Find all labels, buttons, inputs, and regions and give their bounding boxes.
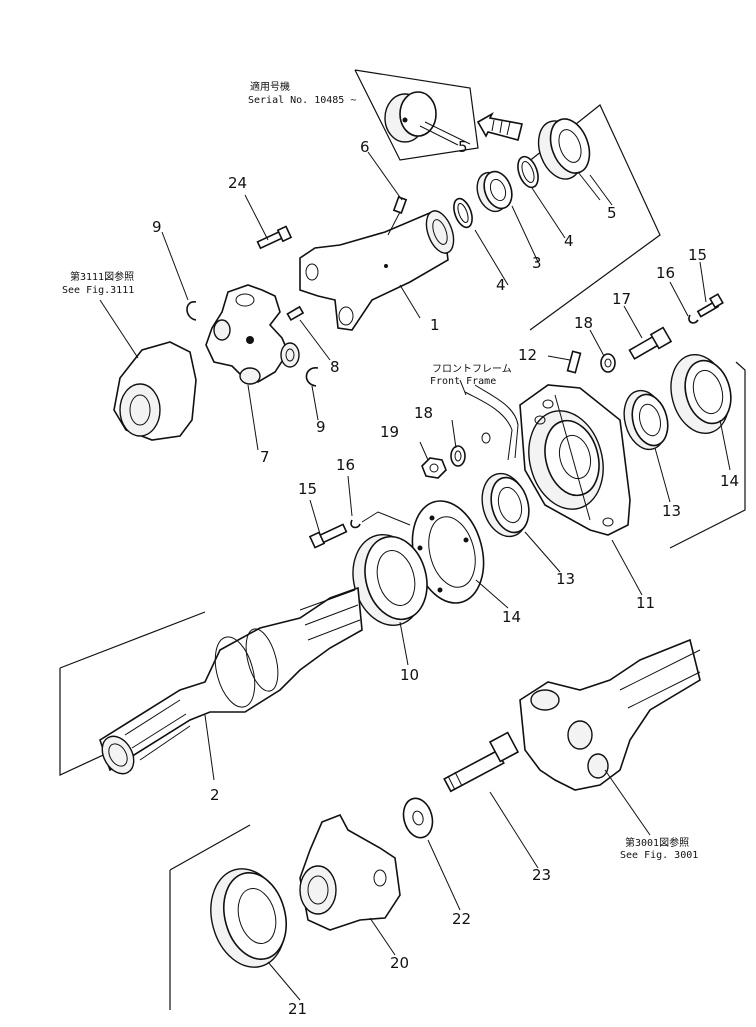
bearing-housing-11 <box>519 384 631 536</box>
snap-ring-9-upper <box>186 301 197 321</box>
bearing-13-right <box>623 389 669 451</box>
bolt-15-lower <box>308 523 348 549</box>
callout-13-right: 13 <box>662 502 681 520</box>
callout-9-lower: 9 <box>316 418 326 436</box>
callout-9-upper: 9 <box>152 218 162 236</box>
callout-10: 10 <box>400 666 419 684</box>
universal-joint-spider-7 <box>205 284 300 385</box>
flange-yoke-20 <box>299 813 401 931</box>
front-frame-note-jp: フロントフレーム <box>432 363 512 375</box>
bolt-24 <box>256 225 293 250</box>
variant-arrow <box>476 111 523 141</box>
grease-nipple-8 <box>286 305 305 322</box>
fig3111-note-jp: 第3111図参照 <box>70 270 134 283</box>
callout-15-upper: 15 <box>688 246 707 264</box>
spline-shaft-2 <box>59 586 363 776</box>
reference-universal-joint-fig3001 <box>519 638 701 791</box>
fig3001-note-jp: 第3001図参照 <box>625 836 689 849</box>
callout-5-bearing: 5 <box>607 204 617 222</box>
callout-8: 8 <box>330 358 340 376</box>
callout-11: 11 <box>636 594 655 612</box>
seal-10 <box>352 534 428 626</box>
bolt-17 <box>628 326 673 360</box>
front-frame-note-en: Front Frame <box>430 376 496 387</box>
cover-14-left <box>411 500 485 604</box>
snap-ring-4-lower <box>453 197 473 229</box>
fig3111-note-en: See Fig.3111 <box>62 285 134 296</box>
snap-ring-9-lower <box>305 367 319 387</box>
fig3001-note-en: See Fig. 3001 <box>620 850 698 861</box>
callout-15-lower: 15 <box>298 480 317 498</box>
callout-17: 17 <box>612 290 631 308</box>
callout-18-upper: 18 <box>574 314 593 332</box>
callout-13-left: 13 <box>556 570 575 588</box>
bearing-3 <box>476 170 513 213</box>
needle-bearing-5 <box>517 104 661 331</box>
callout-24: 24 <box>228 174 247 192</box>
washer-22 <box>402 797 434 839</box>
callout-1: 1 <box>430 316 440 334</box>
washer-18-upper <box>600 353 616 373</box>
callout-16-lower: 16 <box>336 456 355 474</box>
callout-7: 7 <box>260 448 270 466</box>
callout-14-left: 14 <box>502 608 521 626</box>
bolt-23 <box>443 731 520 793</box>
washer-16-lower <box>350 511 411 529</box>
serial-note-jp: 適用号機 <box>250 80 290 93</box>
callout-19: 19 <box>380 423 399 441</box>
yoke-shaft-1 <box>299 196 455 331</box>
serial-variant-inset <box>354 69 479 161</box>
serial-note-en: Serial No. 10485 ~ <box>248 95 356 106</box>
washer-16-upper <box>688 314 699 324</box>
grease-fitting-12 <box>547 350 582 374</box>
bolt-15-upper <box>696 293 724 318</box>
bearing-13-left <box>481 472 530 538</box>
callout-21: 21 <box>288 1000 307 1018</box>
callout-12: 12 <box>518 346 537 364</box>
callout-18-lower: 18 <box>414 404 433 422</box>
callout-3: 3 <box>532 254 542 272</box>
washer-18-lower <box>450 432 491 467</box>
seal-21 <box>169 824 287 1010</box>
callout-4-upper: 4 <box>564 232 574 250</box>
callout-14-right: 14 <box>720 472 739 490</box>
callout-6: 6 <box>360 138 370 156</box>
front-frame-outline <box>459 379 519 461</box>
leader-lines <box>99 121 731 1001</box>
callout-5-inset: 5 <box>458 138 468 156</box>
callout-2: 2 <box>210 786 220 804</box>
callout-4-lower: 4 <box>496 276 506 294</box>
callout-22: 22 <box>452 910 471 928</box>
reference-flange-fig3111 <box>113 341 197 441</box>
callout-20: 20 <box>390 954 409 972</box>
nut-19 <box>421 457 447 479</box>
callout-16-upper: 16 <box>656 264 675 282</box>
callout-23: 23 <box>532 866 551 884</box>
snap-ring-4-upper <box>517 155 539 189</box>
seal-14-right <box>669 353 746 549</box>
